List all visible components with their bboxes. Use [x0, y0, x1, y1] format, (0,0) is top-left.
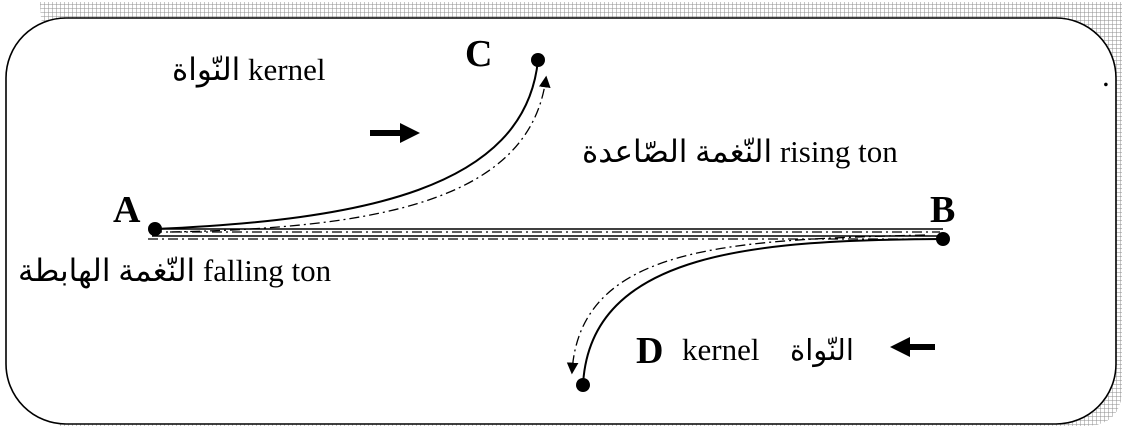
rising-curve-dashdot — [169, 75, 551, 233]
falling-tone-label: النّغمة الهابطة falling ton — [18, 253, 332, 289]
point-d-dot — [576, 378, 590, 392]
point-a-dot — [148, 222, 162, 236]
arrow-left-icon — [890, 337, 935, 357]
falling-curve — [582, 238, 944, 386]
point-c-dot — [531, 53, 545, 67]
kernel-top-label: النّواة kernel — [172, 52, 326, 88]
rising-tone-label: النّغمة الصّاعدة rising ton — [582, 134, 898, 169]
point-d-label: D — [636, 330, 663, 372]
rising-curve — [154, 59, 539, 230]
point-c-label: C — [465, 33, 492, 75]
kernel-bottom-en-label: kernel — [682, 332, 759, 367]
falling-curve-dashdot — [566, 234, 926, 375]
kernel-bottom-ar-label: النّواة — [790, 335, 854, 368]
arrow-right-icon — [370, 123, 420, 143]
point-b-label: B — [930, 189, 955, 231]
point-b-dot — [936, 232, 950, 246]
point-a-label: A — [113, 189, 141, 231]
stray-dot: . — [1102, 58, 1110, 93]
diagram-frame — [5, 17, 1117, 425]
